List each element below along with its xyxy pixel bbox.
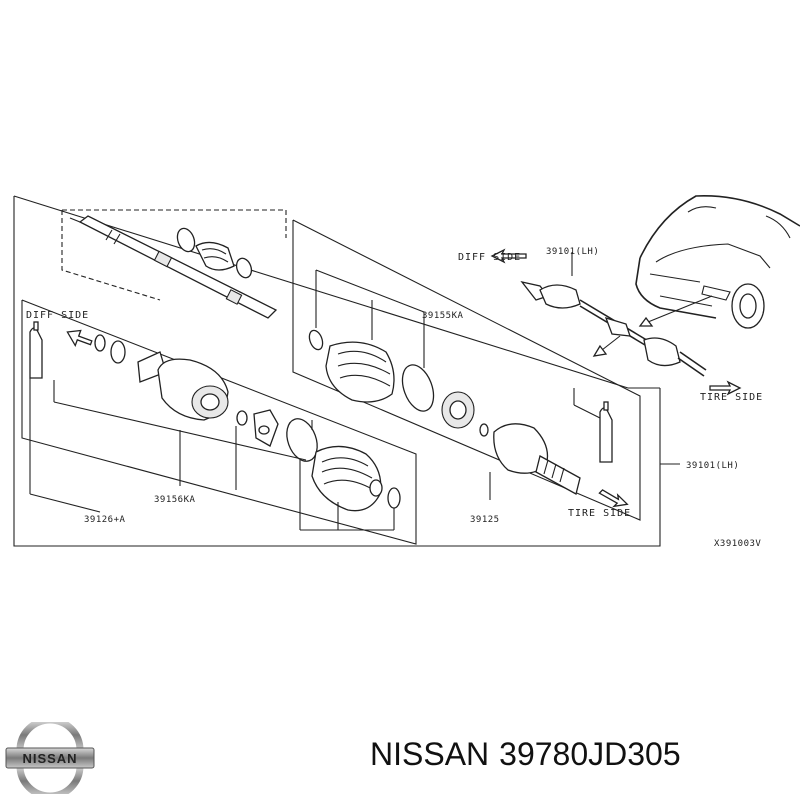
intermediate-shaft — [69, 215, 278, 319]
label-part-39125: 39125 — [470, 515, 500, 525]
left-inner-box — [21, 299, 417, 545]
label-tire-side-bottom: TIRE SIDE — [568, 508, 631, 519]
logo-text: NISSAN — [22, 751, 77, 766]
brand-name: NISSAN — [370, 736, 490, 772]
label-diff-side-left: DIFF SIDE — [26, 310, 89, 321]
direction-arrows — [66, 248, 742, 508]
grease-tube-left — [29, 321, 43, 379]
inner-joint-housing — [94, 334, 401, 512]
nissan-logo: NISSAN — [5, 722, 95, 794]
dashed-shaft-region — [61, 209, 287, 301]
label-part-39156ka: 39156KA — [154, 495, 196, 505]
outer-joint-parts — [308, 329, 581, 495]
label-part-39126a: 39126+A — [84, 515, 126, 525]
label-part-39155ka: 39155KA — [422, 311, 464, 321]
vehicle-outline-icon — [635, 195, 800, 329]
label-tire-side-top: TIRE SIDE — [700, 392, 763, 403]
small-boot-set — [176, 227, 253, 279]
label-figure-code: X391003V — [714, 539, 761, 549]
leader-lines — [29, 252, 680, 531]
label-part-39101-top: 39101(LH) — [546, 247, 599, 257]
part-number: 39780JD305 — [499, 736, 681, 772]
label-diff-side-top: DIFF SIDE — [458, 252, 521, 263]
complete-drive-shaft-icon — [520, 280, 707, 377]
label-part-39101-right: 39101(LH) — [686, 461, 739, 471]
diagram-frame — [13, 195, 661, 547]
grease-tube-right — [599, 401, 613, 463]
